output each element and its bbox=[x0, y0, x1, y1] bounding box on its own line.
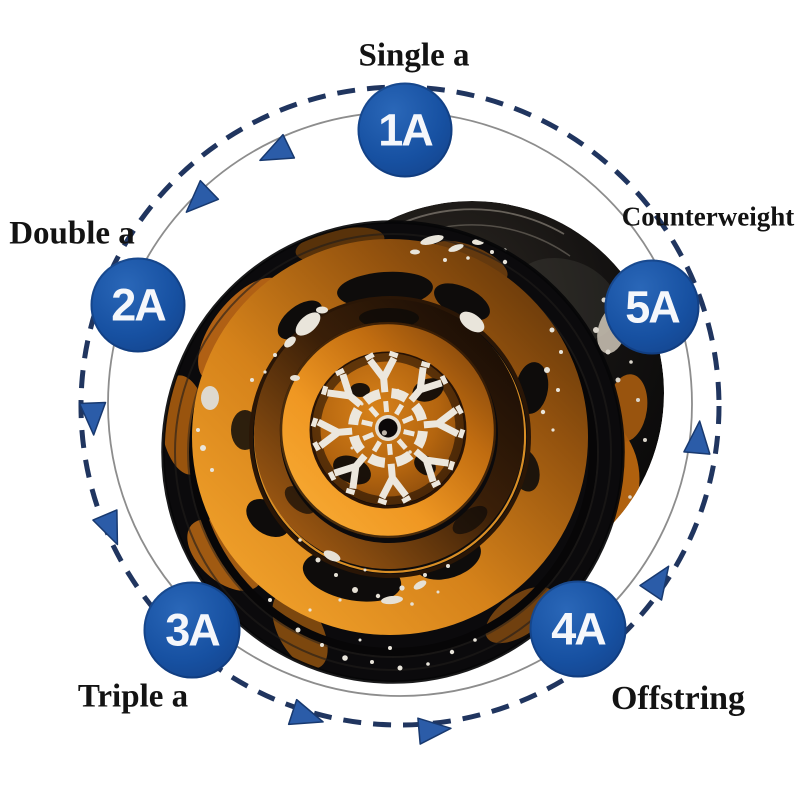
label-single-a: Single a bbox=[358, 37, 470, 74]
flow-arrow bbox=[176, 179, 220, 223]
badge-2a: 2A bbox=[90, 257, 186, 353]
label-counterweight: Counterweight bbox=[621, 201, 795, 232]
label-triple-a: Triple a bbox=[77, 678, 189, 715]
flow-arrow bbox=[92, 509, 131, 551]
label-double-a: Double a bbox=[9, 215, 135, 252]
badge-3a: 3A bbox=[143, 581, 241, 679]
badge-5a: 5A bbox=[604, 259, 700, 355]
flow-arrow bbox=[639, 558, 681, 601]
badge-1a: 1A bbox=[357, 82, 453, 178]
badge-4a: 4A bbox=[529, 580, 627, 678]
yoyo-illustration bbox=[161, 201, 664, 684]
flow-arrow bbox=[683, 419, 714, 455]
yoyo-front-face bbox=[163, 222, 623, 682]
label-offstring: Offstring bbox=[610, 680, 746, 717]
